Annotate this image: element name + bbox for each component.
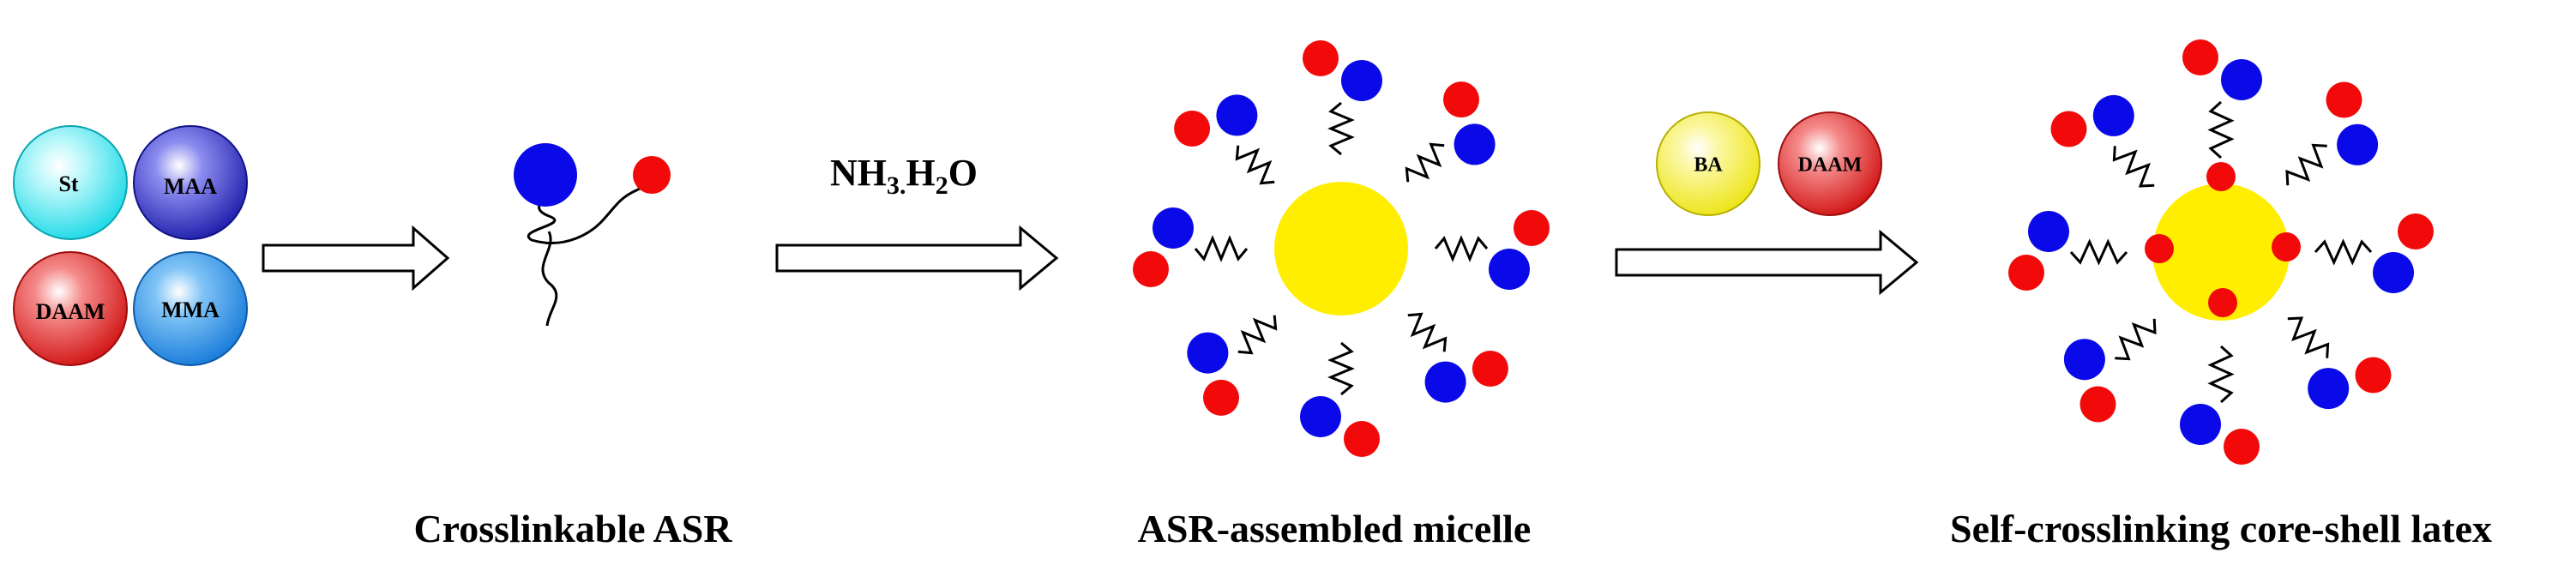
micelle-chain [1194,235,1249,262]
micelle-hydrophobic-bead [1454,123,1496,165]
latex-chain [2112,146,2155,188]
micelle [1133,40,1550,457]
crosslink-bead [633,156,671,194]
micelle-chain [1327,341,1355,396]
micelle-hydrophobic-bead [1341,60,1382,101]
monomer-daam-sphere [13,251,128,366]
micelle-hydrophobic-bead [1153,207,1194,249]
micelle-crosslink-bead [1344,421,1380,457]
latex-crosslink-bead [2079,386,2116,423]
latex-core [2152,183,2290,321]
latex-hydrophobic-bead [2337,123,2379,165]
latex-particle [2008,39,2434,465]
micelle-chain [1405,142,1445,183]
latex-crosslink-bead [2008,255,2044,291]
micelle-hydrophobic-bead [1216,94,1258,136]
monomer-st-sphere [13,125,128,240]
latex-chain [2115,318,2157,361]
micelle-crosslink-bead [1514,210,1550,246]
arrow-2 [775,225,1059,292]
core-crosslink-bead-right [2272,232,2301,261]
micelle-chain [1235,145,1275,185]
micelle-crosslink-bead [1472,351,1508,387]
latex-chain [2207,100,2235,159]
latex-chain [2285,143,2327,186]
latex-chain [2207,345,2235,404]
latex-crosslink-bead [2398,213,2434,249]
micelle-crosslink-bead [1203,379,1239,416]
core-crosslink-bead-top [2206,162,2236,191]
micelle-hydrophobic-bead [1489,249,1530,290]
latex-chain [2314,238,2373,266]
micelle-chain [1434,235,1489,262]
micelle-crosslink-bead [1443,81,1479,118]
micelle-crosslink-bead [1303,40,1339,76]
micelle-chain [1407,312,1447,352]
micelle-hydrophobic-bead [1187,332,1229,374]
monomer-maa-sphere [133,125,248,240]
latex-hydrophobic-bead [2308,368,2350,410]
arrow-1 [262,225,450,292]
latex-crosslink-bead [2355,357,2392,394]
latex-chain [2069,238,2128,266]
core-crosslink-bead-bottom [2208,288,2237,317]
latex-hydrophobic-bead [2221,59,2262,100]
latex-crosslink-bead [2182,39,2218,75]
micelle-chain [1237,315,1278,355]
latex-crosslink-bead [2224,429,2260,465]
latex-hydrophobic-bead [2092,94,2134,136]
latex-crosslink-bead [2326,81,2362,118]
core-crosslink-bead-left [2145,234,2174,263]
micelle-hydrophobic-bead [1424,361,1466,403]
monomer-daam-sphere-2 [1778,111,1882,216]
micelle-crosslink-bead [1133,251,1169,287]
latex-chain [2287,316,2330,358]
micelle-crosslink-bead [1174,111,1211,147]
micelle-hydrophobic-bead [1300,396,1341,437]
step3-monomers [1656,111,1882,216]
micelle-core [1274,182,1408,316]
hydrophobic-bead [514,143,577,207]
monomer-ba-sphere [1656,111,1760,216]
micelle-chain [1327,101,1355,156]
monomer-group [13,125,248,366]
latex-hydrophobic-bead [2063,339,2105,381]
latex-hydrophobic-bead [2373,252,2414,293]
arrow-3 [1615,229,1919,296]
latex-hydrophobic-bead [2180,404,2221,445]
asr-chain [514,143,671,327]
latex-hydrophobic-bead [2028,211,2069,252]
monomer-mma-sphere [133,251,248,366]
latex-crosslink-bead [2050,111,2087,147]
